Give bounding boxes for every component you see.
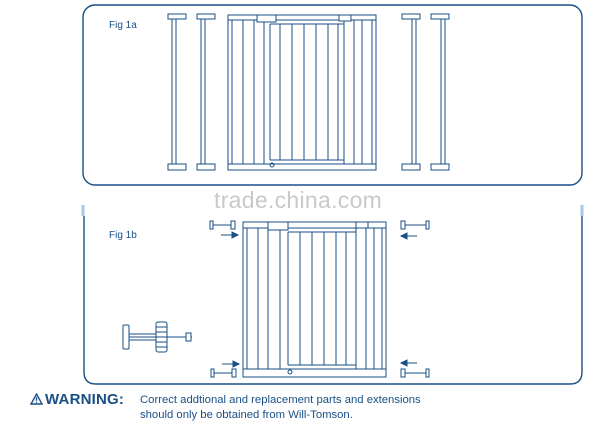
spindle-top-right — [400, 220, 430, 230]
extension-piece-2 — [196, 13, 216, 171]
warning-triangle-icon — [30, 393, 43, 405]
warning-text-line-2: should only be obtained from Will-Tomson… — [140, 409, 353, 421]
fig-1a-label: Fig 1a — [109, 20, 137, 31]
spindle-top-left — [209, 220, 236, 230]
extension-piece-1 — [167, 13, 187, 171]
arrow-top-left — [221, 231, 240, 239]
fig1a-panel — [82, 4, 583, 186]
arrow-bottom-left — [222, 360, 241, 368]
gate-fig1a — [227, 14, 377, 171]
spindle-bottom-right — [400, 368, 430, 378]
warning-heading: WARNING: — [45, 391, 125, 408]
arrow-bottom-right — [399, 359, 417, 367]
fig-1b-label: Fig 1b — [109, 230, 137, 241]
watermark-text: trade.china.com — [214, 187, 383, 213]
warning-text-line-1: Correct addtional and replacement parts … — [140, 394, 421, 406]
extension-piece-3 — [401, 13, 421, 171]
spindle-bottom-left — [210, 368, 237, 378]
panel-mark-right — [580, 205, 584, 216]
spindle-detail — [122, 321, 192, 353]
fig1b-panel — [83, 216, 583, 385]
gate-fig1b — [242, 221, 387, 378]
extension-piece-4 — [430, 13, 450, 171]
arrow-top-right — [399, 232, 417, 240]
panel-mark-left — [81, 205, 85, 216]
